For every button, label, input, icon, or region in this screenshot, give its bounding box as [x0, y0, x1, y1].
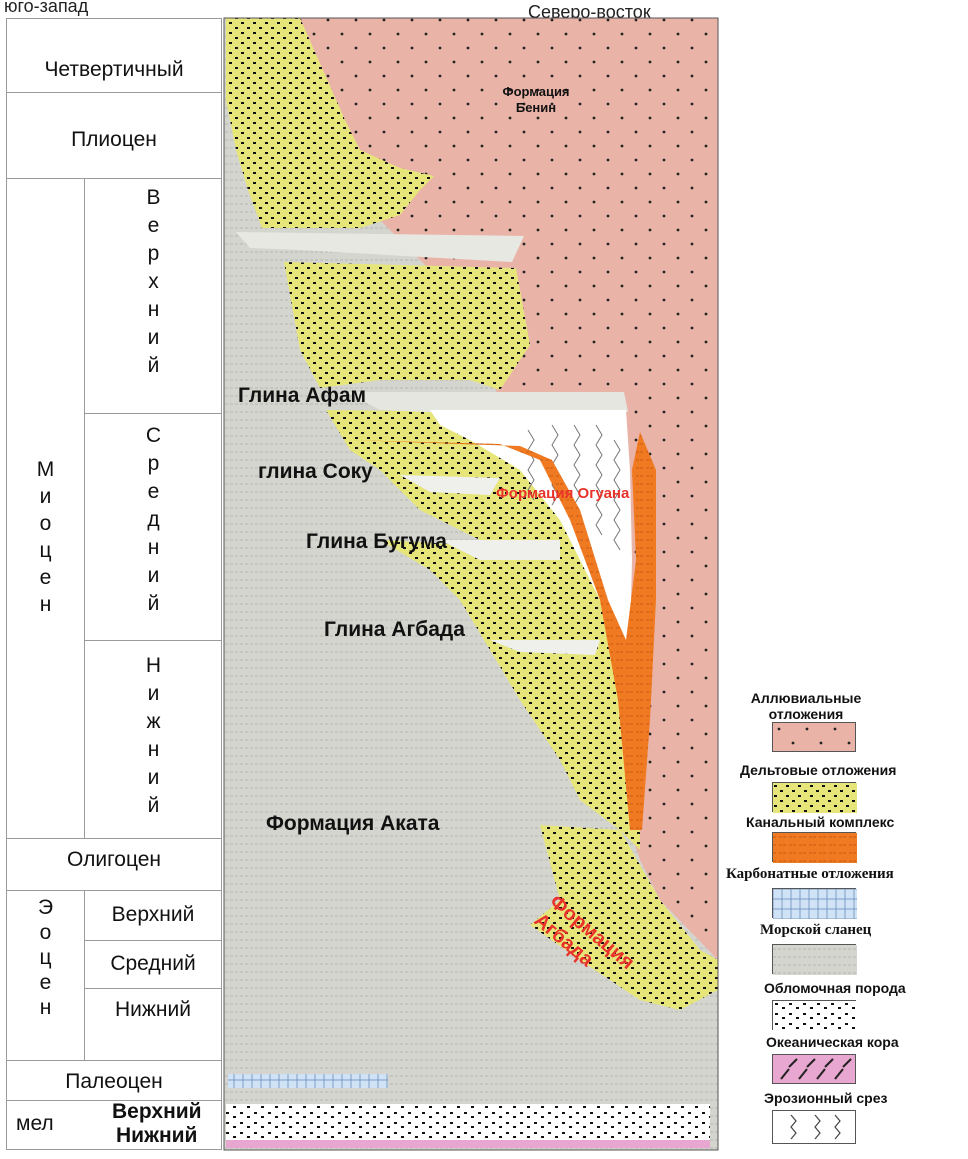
afam-tongue [346, 392, 628, 414]
stratigraphic-column [6, 18, 222, 1150]
deltaic-upper-band [226, 18, 434, 228]
afam-clay-label: Глина Афам [238, 384, 367, 407]
legend-oceanic-label: Океаническая кора [766, 1034, 899, 1050]
legend-shale-pattern [773, 945, 857, 975]
deltaic-miocene-band [284, 262, 530, 390]
carbonate-layer [228, 1074, 388, 1088]
legend-clastic-pattern [773, 1001, 857, 1031]
legend-carbonate-swatch [772, 888, 857, 919]
legend-alluvial-swatch [772, 722, 857, 753]
legend-shale-swatch [772, 944, 857, 975]
miocene-upper-text: Верхний [142, 186, 165, 382]
buguma-tongue [440, 540, 560, 560]
legend-clastic-swatch [772, 1000, 857, 1031]
legend-oceanic-pattern [780, 1058, 852, 1080]
cretaceous-label: мел [16, 1112, 54, 1135]
quaternary-label: Четвертичный [44, 58, 184, 81]
benin-formation-label: Формация Бенин [486, 84, 586, 116]
row-divider [6, 838, 222, 839]
miocene-lower-text: Нижний [142, 654, 165, 822]
northeast-label: Северо-восток [528, 2, 651, 22]
deltaic-lower-band [380, 540, 640, 850]
row-divider [6, 890, 222, 891]
legend-deltaic-swatch [772, 782, 857, 813]
agbada-clay-tongue [490, 640, 600, 655]
eocene-label: Эоцен [30, 896, 60, 1030]
legend-erosion-label: Эрозионный срез [764, 1090, 888, 1106]
miocene-text: Миоцен [34, 458, 57, 620]
miocene-middle-label: Средний [138, 424, 168, 629]
white-fan [430, 410, 632, 645]
akata-formation-label: Формация Аката [266, 812, 440, 835]
legend-clastic-label: Обломочная порода [764, 980, 906, 996]
legend-carbonate-pattern [773, 889, 857, 919]
pliocene-label: Плиоцен [71, 128, 157, 151]
southwest-label: юго-запад [4, 0, 89, 16]
channel-complex [350, 432, 656, 830]
soku-clay-label: глина Соку [258, 460, 373, 483]
row-divider [84, 940, 222, 941]
cretaceous-upper-label: Верхний [112, 1100, 202, 1123]
row-divider [6, 92, 222, 93]
eocene-upper-label: Верхний [111, 903, 195, 926]
legend-deltaic-label: Дельтовые отложения [740, 762, 897, 778]
eocene-lower-label: Нижний [114, 998, 191, 1021]
miocene-middle-text: Средний [142, 424, 165, 620]
legend-shale-label: Морской сланец [760, 922, 872, 938]
shale-tongue [236, 232, 524, 262]
row-divider [6, 178, 222, 179]
benin-formation-text: Формация Бенин [502, 84, 570, 115]
clastic-layer [226, 1104, 710, 1140]
legend-oceanic-swatch [772, 1054, 856, 1084]
soku-tongue [400, 475, 500, 495]
legend-erosion-pattern [790, 1114, 841, 1140]
column-divider [84, 890, 85, 1060]
oceanic-crust-layer [226, 1140, 710, 1148]
section-frame [223, 17, 719, 1151]
column-divider [84, 178, 85, 838]
row-divider [84, 640, 222, 641]
legend-channel-swatch [772, 832, 857, 863]
legend-erosion-swatch [772, 1110, 856, 1144]
legend-alluvial-label: Аллювиальные отложения [750, 690, 862, 722]
agbada-clay-label: Глина Агбада [324, 618, 465, 641]
legend-channel-pattern [773, 833, 857, 863]
miocene-lower-label: Нижний [138, 654, 168, 831]
buguma-clay-label: Глина Бугума [306, 530, 447, 553]
legend-channel-label: Канальный комплекс [746, 814, 895, 830]
legend-deltaic-pattern [773, 783, 857, 813]
row-divider [6, 1100, 222, 1101]
deltaic-agbada-band [530, 825, 718, 1010]
miocene-label: Миоцен [30, 458, 60, 629]
legend-alluvial-pattern [773, 723, 857, 753]
oligocene-label: Олигоцен [66, 848, 162, 871]
eocene-text: Эоцен [34, 896, 57, 1021]
miocene-upper-label: Верхний [138, 186, 168, 391]
row-divider [6, 1060, 222, 1061]
ogwashi-formation-label: Формация Огуана [496, 485, 630, 502]
eocene-middle-label: Средний [110, 952, 196, 975]
row-divider [84, 413, 222, 414]
legend-carbonate-label: Карбонатные отложения [726, 866, 894, 882]
row-divider [84, 988, 222, 989]
paleocene-label: Палеоцен [65, 1070, 163, 1093]
cretaceous-lower-label: Нижний [116, 1124, 198, 1147]
